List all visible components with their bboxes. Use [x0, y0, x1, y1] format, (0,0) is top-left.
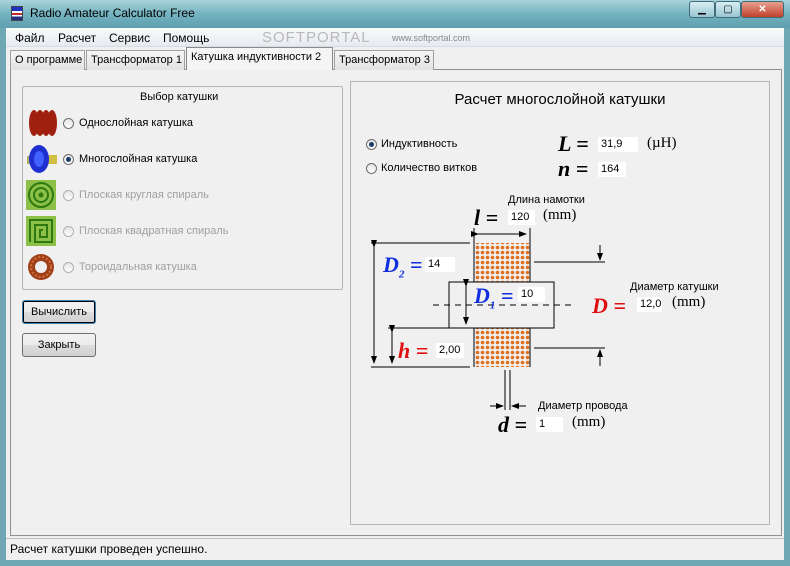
radio-turns[interactable] — [366, 163, 377, 174]
D2-field[interactable]: 14 — [425, 257, 455, 272]
round-spiral-icon — [26, 180, 56, 210]
group-title: Выбор катушки — [140, 91, 219, 103]
D2-letter: D — [383, 252, 399, 277]
label-multi-layer: Многослойная катушка — [79, 153, 198, 165]
coil-select-group — [22, 86, 343, 290]
coil-diameter-unit: (mm) — [672, 294, 706, 310]
calc-title: Расчет многослойной катушки — [454, 91, 666, 108]
menu-help[interactable]: Помощь — [163, 31, 210, 45]
tab-transformer-1[interactable]: Трансформатор 1 — [86, 50, 185, 70]
close-button[interactable]: Закрыть — [22, 333, 96, 357]
maximize-button[interactable]: ▢ — [715, 1, 741, 18]
length-label: Длина намотки — [508, 194, 585, 206]
radio-inductance[interactable] — [366, 139, 377, 150]
D1-field[interactable]: 10 — [518, 287, 545, 302]
D1-symbol: D1 = — [474, 283, 514, 312]
length-field[interactable]: 120 — [508, 210, 535, 225]
square-spiral-icon — [26, 216, 56, 246]
multi-layer-coil-icon — [27, 145, 57, 173]
minimize-button[interactable]: ▁ — [689, 1, 715, 18]
tab-transformer-3[interactable]: Трансформатор 3 — [334, 50, 434, 70]
h-field[interactable]: 2,00 — [436, 343, 464, 358]
D2-sub: 2 — [398, 268, 405, 281]
winding-bottom — [474, 328, 530, 367]
tab-coil-2[interactable]: Катушка индуктивности 2 — [186, 47, 333, 70]
winding-top — [474, 243, 530, 282]
coil-diameter-label: Диаметр катушки — [630, 281, 719, 293]
length-unit: (mm) — [543, 207, 577, 223]
l-symbol: l = — [474, 205, 499, 230]
watermark-logo: SOFTPORTAL — [262, 29, 371, 46]
radio-multi-layer[interactable] — [63, 154, 74, 165]
calculate-button[interactable]: Вычислить — [22, 300, 96, 324]
D-symbol: D = — [592, 293, 626, 318]
inductance-field[interactable]: 31,9 — [598, 137, 638, 152]
close-window-button[interactable]: ✕ — [741, 1, 784, 18]
status-bar — [6, 538, 784, 560]
h-symbol: h = — [398, 338, 429, 363]
radio-toroid[interactable] — [63, 262, 74, 273]
label-toroid: Тороидальная катушка — [79, 261, 197, 273]
calc-panel — [350, 81, 770, 525]
toroid-icon — [28, 254, 54, 280]
single-layer-coil-icon — [29, 110, 57, 136]
coil-diameter-field[interactable]: 12,0 — [637, 297, 662, 312]
tab-about[interactable]: О программе — [10, 50, 85, 70]
label-square-spiral: Плоская квадратная спираль — [79, 225, 229, 237]
menu-bar — [6, 28, 784, 47]
label-turns: Количество витков — [381, 162, 478, 174]
D1-sub: 1 — [489, 299, 496, 312]
radio-single-layer[interactable] — [63, 118, 74, 129]
D1-letter: D — [474, 283, 490, 308]
status-text: Расчет катушки проведен успешно. — [10, 542, 208, 556]
radio-round-spiral[interactable] — [63, 190, 74, 201]
inductance-unit: (µH) — [647, 135, 677, 151]
D2-symbol: D2 = — [383, 252, 423, 281]
wire-diameter-field[interactable]: 1 — [536, 417, 563, 432]
wire-diameter-unit: (mm) — [572, 414, 606, 430]
n-symbol: n = — [558, 156, 589, 181]
label-inductance: Индуктивность — [381, 138, 458, 150]
label-single-layer: Однослойная катушка — [79, 117, 194, 129]
L-symbol: L = — [558, 131, 589, 156]
app-icon — [11, 6, 23, 21]
menu-service[interactable]: Сервис — [109, 31, 151, 45]
window-title: Radio Amateur Calculator Free — [30, 6, 195, 20]
menu-calc[interactable]: Расчет — [58, 31, 97, 45]
watermark-url: www.softportal.com — [392, 33, 471, 43]
label-round-spiral: Плоская круглая спираль — [79, 189, 209, 201]
d-symbol: d = — [498, 412, 528, 437]
wire-diameter-label: Диаметр провода — [538, 400, 628, 412]
turns-field[interactable]: 164 — [598, 162, 626, 177]
radio-square-spiral[interactable] — [63, 226, 74, 237]
menu-file[interactable]: Файл — [15, 31, 45, 45]
title-bar — [0, 0, 790, 28]
